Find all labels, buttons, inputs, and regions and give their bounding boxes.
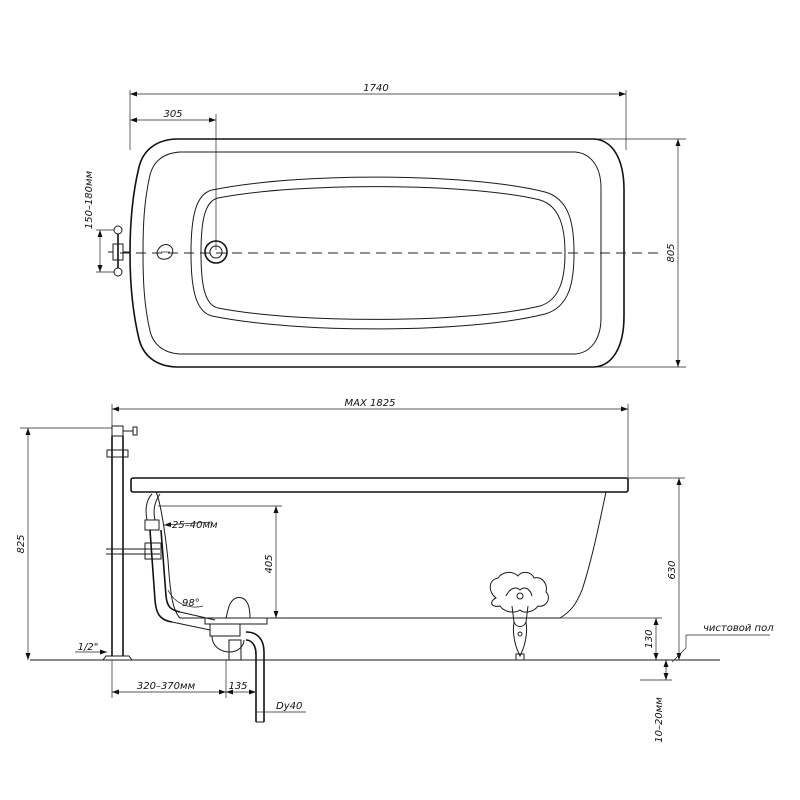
angle-label: 98°: [182, 598, 200, 609]
floor-label-group: чистовой пол: [671, 623, 774, 663]
pipe-diameter-label: Dy40: [276, 701, 302, 712]
total-height-label: 630: [667, 560, 678, 579]
drain-offset-label: 305: [163, 109, 182, 120]
tap-riser-icon: [102, 425, 162, 661]
drain-plug-icon: [204, 597, 268, 661]
drain-outlet-pipe-icon: [245, 631, 265, 723]
dim-1-2-inch: 1/2": [75, 642, 107, 655]
width-805-label: 805: [666, 243, 677, 262]
dim-405: 405: [158, 505, 282, 619]
top-view: 1740 305 805: [84, 83, 686, 368]
inner-depth-label: 405: [264, 554, 275, 573]
dim-25-40: 25–40мм: [163, 520, 218, 531]
dim-150-180: 150–180мм: [84, 170, 114, 273]
bathtub-side: [130, 477, 629, 619]
dim-135: 135: [226, 660, 257, 698]
max-length-label: MAX 1825: [345, 398, 396, 409]
dim-305: 305: [130, 109, 217, 250]
drain-offset-small-label: 135: [228, 681, 247, 692]
dim-1740: 1740: [129, 83, 627, 150]
tub-inner-rim: [142, 151, 602, 355]
tap-height-label: 825: [16, 534, 27, 553]
overflow-pipe-icon: [144, 493, 216, 631]
floor-tolerance-label: 10–20мм: [654, 697, 665, 743]
tub-outer-rim: [129, 138, 625, 368]
tap-spacing-label: 150–180мм: [84, 170, 95, 229]
floor-clearance-label: 130: [644, 629, 655, 648]
tub-basin-outer: [190, 176, 575, 330]
dim-130: 130: [560, 617, 662, 660]
thread-label: 1/2": [78, 642, 99, 653]
drain-icon: [204, 240, 228, 264]
dim-angle-98: 98°: [167, 589, 204, 609]
length-1740-label: 1740: [363, 83, 388, 94]
finished-floor-label: чистовой пол: [703, 623, 774, 634]
tub-basin-inner: [200, 186, 566, 320]
dim-805: 805: [594, 138, 686, 368]
overflow-icon: [156, 244, 174, 260]
dim-max-1825: MAX 1825: [111, 398, 629, 480]
tap-connections-top-icon: [108, 225, 130, 277]
dim-10-20: 10–20мм: [640, 660, 672, 743]
ornate-foot-icon: [489, 571, 549, 661]
pipe-offset-label: 25–40мм: [172, 520, 218, 531]
dim-dy40: Dy40: [256, 701, 306, 713]
drain-distance-label: 320–370мм: [137, 681, 196, 692]
side-view: MAX 1825 825 1/2": [16, 398, 774, 743]
dim-320-370: 320–370мм: [111, 660, 227, 698]
dim-630: 630: [628, 477, 685, 660]
dim-825: 825: [16, 427, 112, 660]
